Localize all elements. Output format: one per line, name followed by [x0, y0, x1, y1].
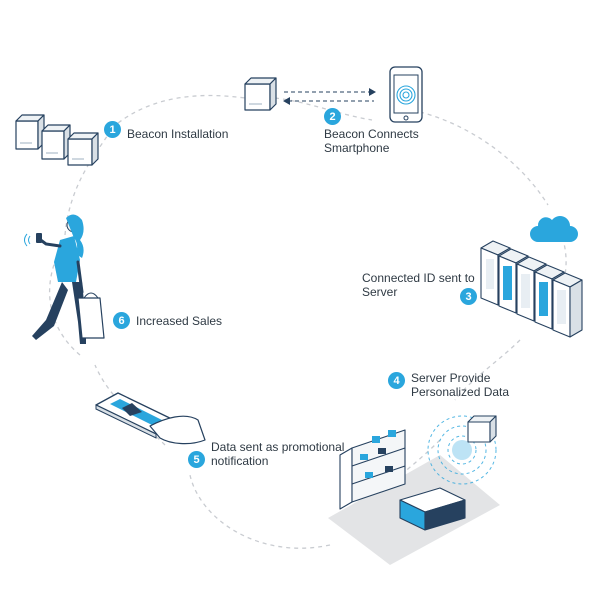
step-3-badge: 3 — [460, 288, 477, 305]
hand-phone-icon — [95, 392, 206, 445]
step-1-label: Beacon Installation — [127, 127, 229, 141]
store-counter — [399, 487, 466, 531]
step-5: 5 Data sent as promotional notification — [188, 440, 344, 468]
step-5-label: Data sent as promotional notification — [211, 440, 345, 468]
beacon-boxes-icon — [15, 114, 99, 166]
cloud-icon — [530, 216, 578, 242]
step-2-badge: 2 — [324, 108, 341, 125]
server-rack-icon — [480, 240, 583, 338]
signal-arrows-icon — [283, 88, 376, 105]
step-5-badge: 5 — [188, 451, 205, 468]
store-beacon-icon — [427, 415, 497, 485]
step-6-badge: 6 — [113, 312, 130, 329]
step-4-label: Server Provide Personalized Data — [411, 371, 510, 399]
step-6-label: Increased Sales — [136, 314, 223, 328]
step-4: 4 Server Provide Personalized Data — [388, 371, 509, 399]
beacon-box-icon — [244, 77, 277, 111]
smartphone-icon — [389, 66, 423, 123]
step-1-badge: 1 — [104, 121, 121, 138]
step-6: 6 Increased Sales — [113, 312, 222, 329]
step-3: Connected ID sent to Server — [362, 271, 475, 299]
store-shelf-icon — [339, 429, 406, 510]
step-2-label: Beacon Connects Smartphone — [324, 127, 419, 155]
step-3-label: Connected ID sent to Server — [362, 271, 475, 299]
step-4-badge: 4 — [388, 372, 405, 389]
step-2: 2 Beacon Connects Smartphone — [324, 108, 419, 155]
step-1: 1 Beacon Installation — [104, 121, 228, 141]
shopper-icon — [24, 214, 105, 344]
